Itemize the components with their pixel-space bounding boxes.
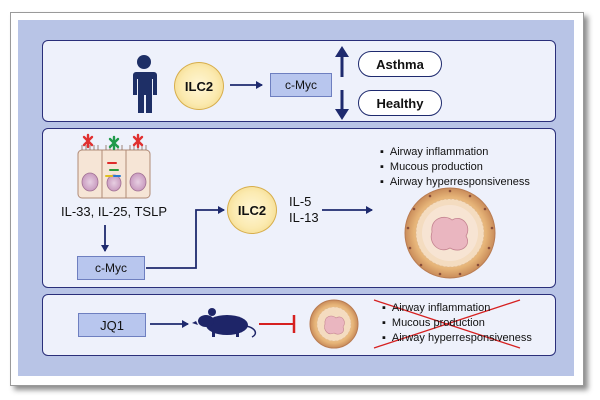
jq1-box: JQ1 bbox=[78, 313, 146, 337]
blocked-effects-list: Airway inflammation Mucous production Ai… bbox=[382, 302, 532, 347]
asthma-pill: Asthma bbox=[358, 51, 442, 77]
epithelium-cells-icon bbox=[77, 133, 151, 199]
inhibition-icon bbox=[259, 315, 296, 333]
il13-label: IL-13 bbox=[289, 210, 319, 225]
healthy-airway-icon bbox=[309, 299, 359, 349]
mouse-icon bbox=[192, 308, 257, 338]
effect-item: Mucous production bbox=[380, 161, 530, 173]
il5-label: IL-5 bbox=[289, 194, 312, 209]
blocked-effect-item: Airway hyperresponsiveness bbox=[382, 332, 532, 344]
healthy-label: Healthy bbox=[376, 95, 424, 111]
cmyc-box-top: c-Myc bbox=[270, 73, 332, 97]
cmyc-label: c-Myc bbox=[285, 78, 317, 92]
blocked-effect-item: Airway inflammation bbox=[382, 302, 532, 314]
cytokines-label: IL-33, IL-25, TSLP bbox=[61, 204, 167, 219]
inflamed-airway-icon bbox=[404, 187, 496, 279]
cmyc-label-middle: c-Myc bbox=[95, 261, 127, 275]
healthy-pill: Healthy bbox=[358, 90, 442, 116]
ilc2-label: ILC2 bbox=[184, 78, 214, 94]
ilc2-label-middle: ILC2 bbox=[237, 202, 267, 218]
person-icon bbox=[133, 55, 157, 113]
effects-list: Airway inflammation Mucous production Ai… bbox=[380, 146, 530, 191]
blocked-effect-item: Mucous production bbox=[382, 317, 532, 329]
jq1-label: JQ1 bbox=[100, 317, 124, 333]
cmyc-box-middle: c-Myc bbox=[77, 256, 145, 280]
effect-item: Airway inflammation bbox=[380, 146, 530, 158]
ilc2-cell-middle: ILC2 bbox=[227, 186, 277, 234]
arrow-cmyc-to-ilc2 bbox=[146, 206, 225, 269]
asthma-label: Asthma bbox=[376, 56, 424, 72]
effect-item: Airway hyperresponsiveness bbox=[380, 176, 530, 188]
ilc2-cell-top: ILC2 bbox=[174, 62, 224, 110]
up-arrow-icon bbox=[335, 46, 349, 77]
down-arrow-icon bbox=[335, 90, 349, 120]
